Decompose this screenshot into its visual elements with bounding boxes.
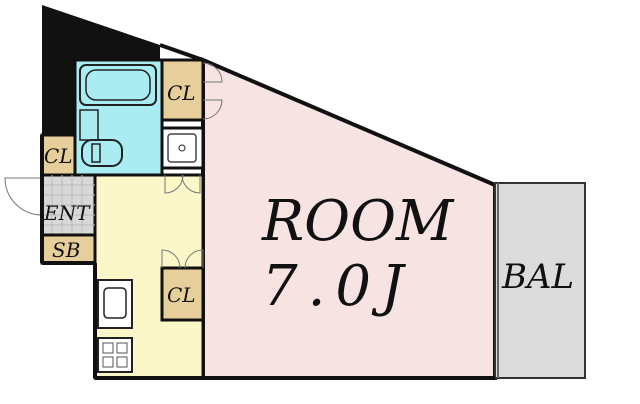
balcony-area	[494, 182, 586, 379]
stove-icon	[97, 337, 133, 373]
entrance-door-swing-icon	[4, 177, 43, 216]
closet-left-label: CL	[44, 144, 73, 168]
sink-basin-icon	[81, 139, 123, 167]
washer-drain-icon	[178, 144, 186, 152]
structural-wall-wedge	[42, 5, 160, 135]
washer-pan-icon	[167, 133, 197, 163]
entrance-tile-pattern	[42, 175, 95, 235]
shoe-box-label: SB	[52, 238, 80, 262]
closet-top-label: CL	[167, 81, 196, 105]
bathroom-area	[73, 58, 164, 177]
closet-kitchen-door-swing-icon	[161, 249, 204, 269]
room-door-swing-icon	[164, 174, 201, 194]
sink-icon	[97, 279, 133, 329]
bathtub-icon	[79, 64, 157, 106]
room-size-label: 7.0J	[262, 254, 414, 319]
closet-kitchen-label: CL	[167, 283, 196, 307]
door-swing-icon	[202, 62, 223, 120]
outer-walls	[40, 43, 495, 380]
entrance-label: ENT	[43, 201, 91, 225]
balcony-label: BAL	[501, 257, 574, 297]
closet-kitchen	[160, 266, 205, 322]
closet-top	[160, 58, 205, 122]
room-label: ROOM	[261, 189, 455, 254]
